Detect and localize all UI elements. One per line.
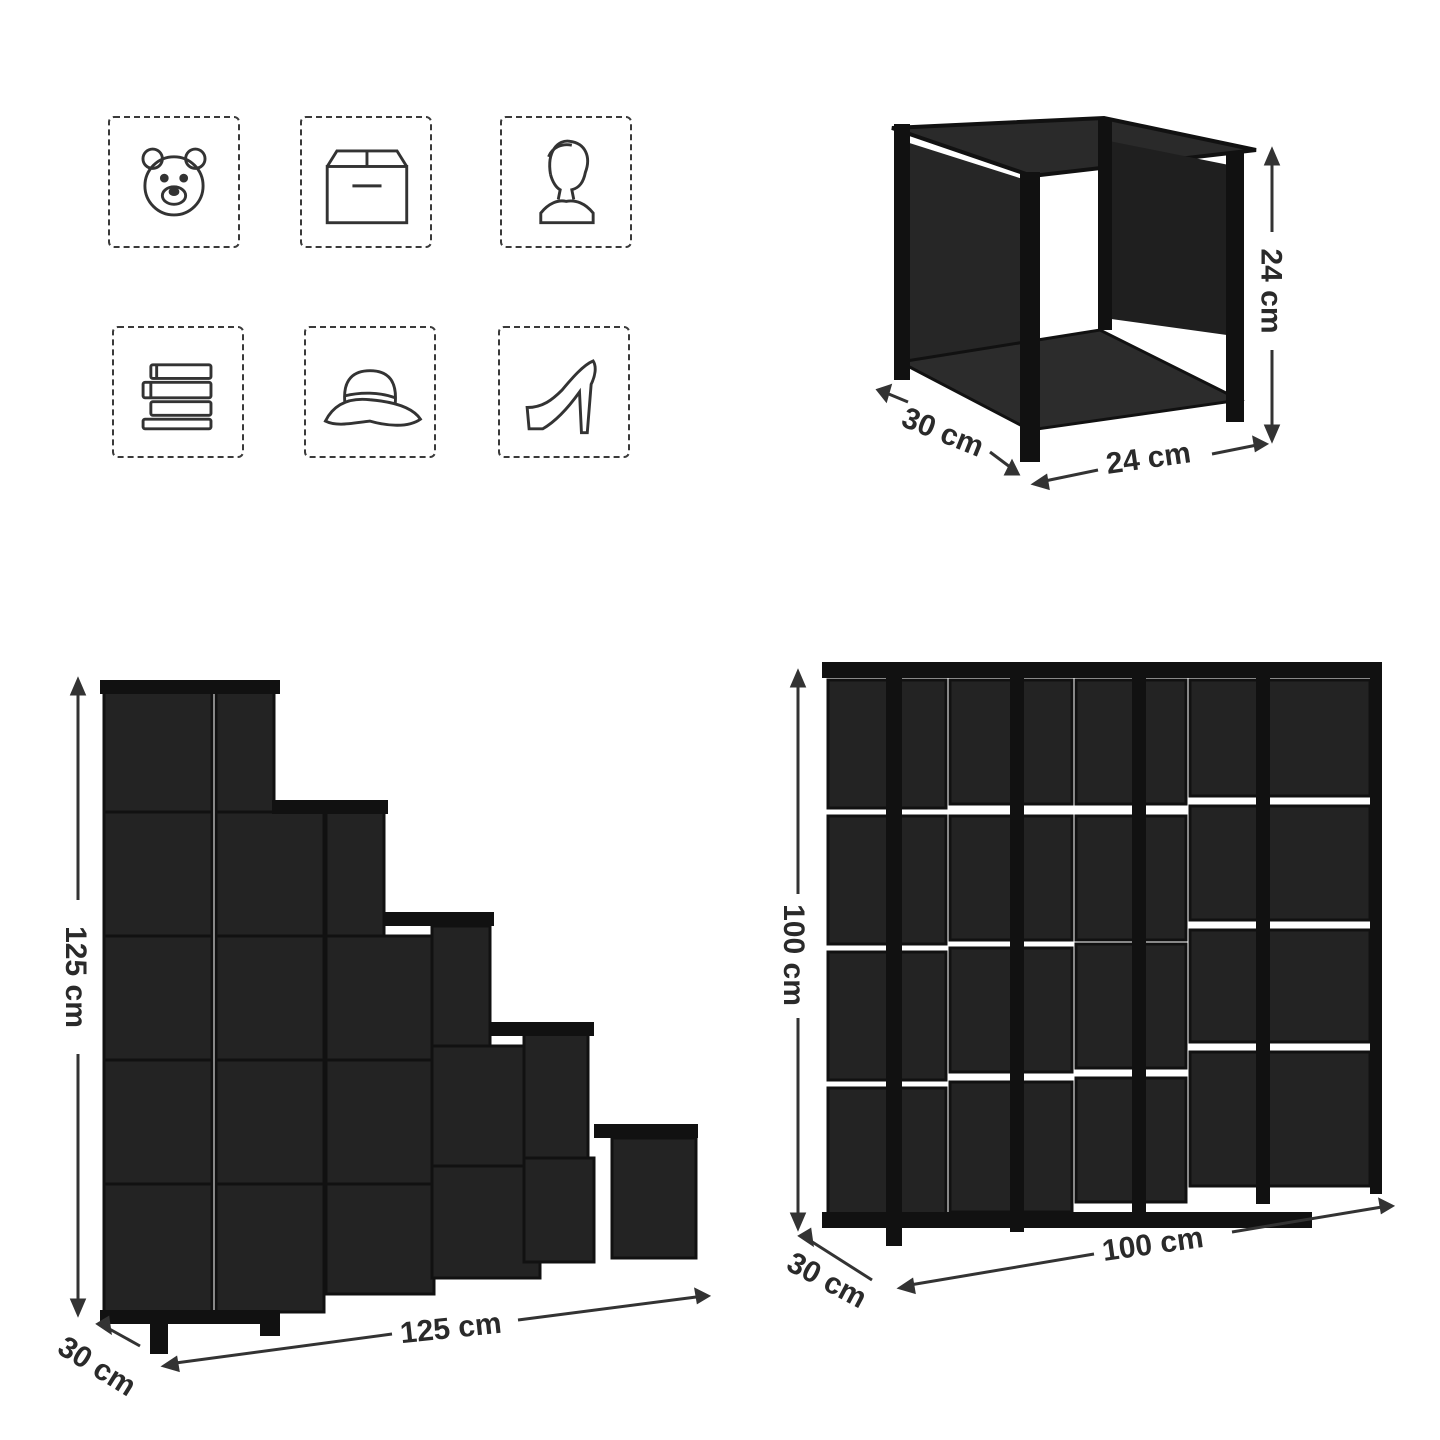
high-heel-shoe-icon [525,359,597,435]
grid-shelf-height-label: 100 cm [776,904,810,1006]
bust-statue-icon [539,139,595,225]
box-icon [325,149,409,225]
icon-box-hat [304,326,436,458]
icon-box-heel [498,326,630,458]
books-icon [141,363,213,431]
icon-box-bust [500,116,632,248]
icon-box-box [300,116,432,248]
teddy-bear-icon [141,147,207,217]
hat-icon [323,369,423,427]
icon-box-teddy [108,116,240,248]
icon-box-books [112,326,244,458]
